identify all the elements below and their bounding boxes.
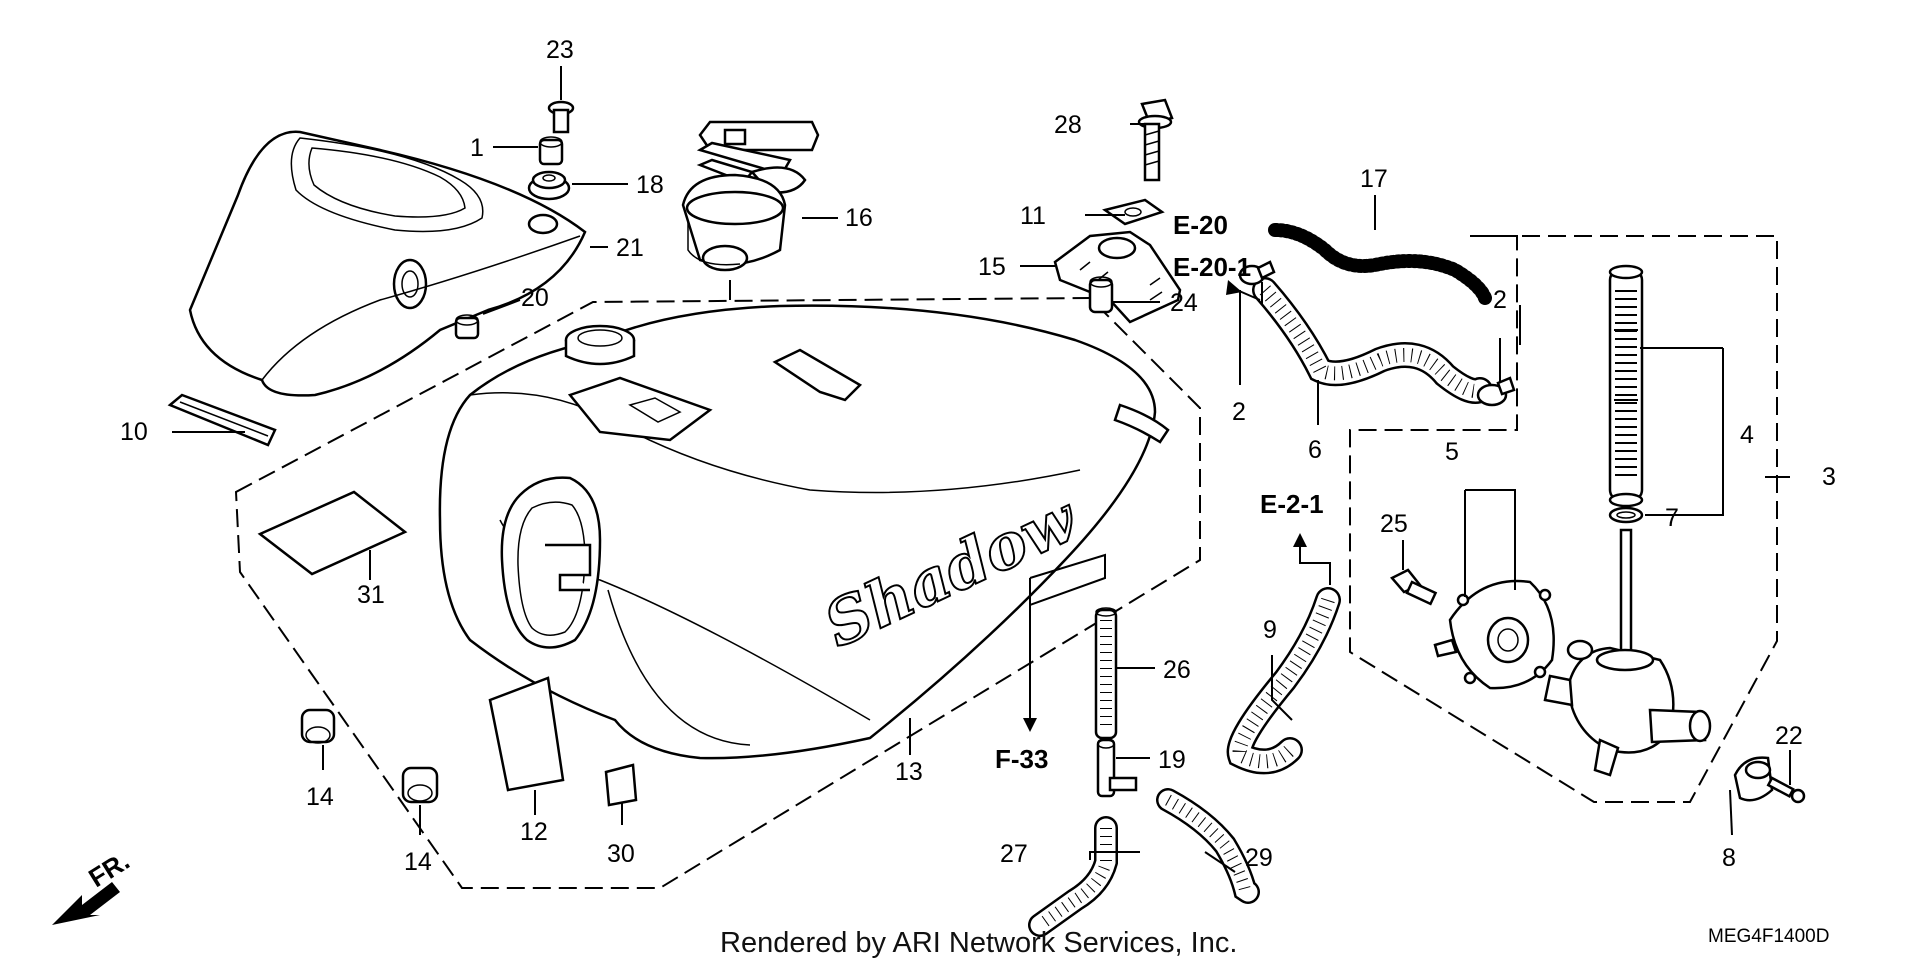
callout-17: 17 <box>1360 165 1388 193</box>
drain-tube-26 <box>1094 607 1118 740</box>
callout-2b: 2 <box>1493 286 1507 314</box>
strainer-4 <box>1608 264 1644 508</box>
clip-2b <box>1476 376 1516 407</box>
callout-29: 29 <box>1245 844 1273 872</box>
callout-2a: 2 <box>1232 398 1246 426</box>
callout-6: 6 <box>1308 436 1322 464</box>
drain-tube-29 <box>1156 788 1260 904</box>
callout-25: 25 <box>1380 510 1408 538</box>
meter-cover <box>188 130 587 397</box>
drain-tube-27 <box>1028 816 1118 937</box>
joint-19 <box>1096 738 1138 798</box>
grommet-20 <box>454 314 480 340</box>
tank-assembly-outline <box>234 296 1201 889</box>
callout-15: 15 <box>978 253 1006 281</box>
callout-11: 11 <box>1020 202 1046 230</box>
callout-8: 8 <box>1722 844 1736 872</box>
rubber-mount-14a <box>300 708 336 744</box>
front-marker: FR. <box>83 845 134 893</box>
callout-20: 20 <box>521 284 549 312</box>
petcock-assembly-outline <box>1349 235 1778 803</box>
fuel-valve-3 <box>1543 528 1712 777</box>
callout-27: 27 <box>1000 840 1028 868</box>
lever-8 <box>1733 756 1774 802</box>
rubber-pad-10 <box>167 393 277 447</box>
fuel-hose-6 <box>1252 277 1493 404</box>
callout-12: 12 <box>520 818 548 846</box>
ref-e20-1: E-20-1 <box>1173 252 1251 282</box>
diaphragm-cover-5 <box>1433 579 1555 690</box>
fuel-hose-9 <box>1226 587 1341 775</box>
callout-10: 10 <box>120 418 148 446</box>
clip-2a <box>1238 260 1276 286</box>
ref-f33: F-33 <box>995 744 1048 774</box>
callout-13: 13 <box>895 758 923 786</box>
callout-3: 3 <box>1822 463 1836 491</box>
screw-23 <box>547 100 575 134</box>
rubber-stay-15 <box>1053 230 1182 324</box>
leader-lines <box>52 66 1791 925</box>
screw-25 <box>1390 568 1438 606</box>
callout-1: 1 <box>470 134 484 162</box>
callout-18: 18 <box>636 171 664 199</box>
o-ring-7 <box>1608 506 1644 524</box>
callout-7: 7 <box>1665 504 1679 532</box>
bolt-28 <box>1137 98 1174 182</box>
callout-5: 5 <box>1445 438 1459 466</box>
callout-26: 26 <box>1163 656 1191 684</box>
grommet-18 <box>527 170 571 201</box>
callout-21: 21 <box>616 234 644 262</box>
callout-9: 9 <box>1263 616 1277 644</box>
callout-19: 19 <box>1158 746 1186 774</box>
rubber-mount-14b <box>401 766 439 804</box>
washer-11 <box>1102 198 1165 226</box>
fuel-cap-16 <box>681 120 820 272</box>
screw-22 <box>1766 776 1806 804</box>
ref-e20: E-20 <box>1173 210 1228 240</box>
breather-hose-17 <box>1268 223 1492 305</box>
e20-1-arrow <box>1226 280 1242 295</box>
decal-31 <box>257 490 408 576</box>
callout-14a: 14 <box>306 783 334 811</box>
callout-30: 30 <box>607 840 635 868</box>
diagram-code: MEG4F1400D <box>1708 926 1829 947</box>
callout-24: 24 <box>1170 289 1198 317</box>
callout-16: 16 <box>845 204 873 232</box>
callout-22: 22 <box>1775 722 1803 750</box>
collar-24 <box>1088 276 1114 314</box>
callout-4: 4 <box>1740 421 1754 449</box>
collar-1 <box>538 136 564 166</box>
decal-12 <box>488 676 565 792</box>
e2-1-arrow <box>1293 533 1307 547</box>
callout-28: 28 <box>1054 111 1082 139</box>
callout-31: 31 <box>357 581 385 609</box>
f33-arrow <box>1023 718 1037 732</box>
decal-30 <box>604 763 638 807</box>
credit-text: Rendered by ARI Network Services, Inc. <box>720 927 1237 959</box>
callout-14b: 14 <box>404 848 432 876</box>
callout-23: 23 <box>546 36 574 64</box>
front-arrow-icon <box>52 882 120 925</box>
ref-e2-1: E-2-1 <box>1260 489 1324 519</box>
